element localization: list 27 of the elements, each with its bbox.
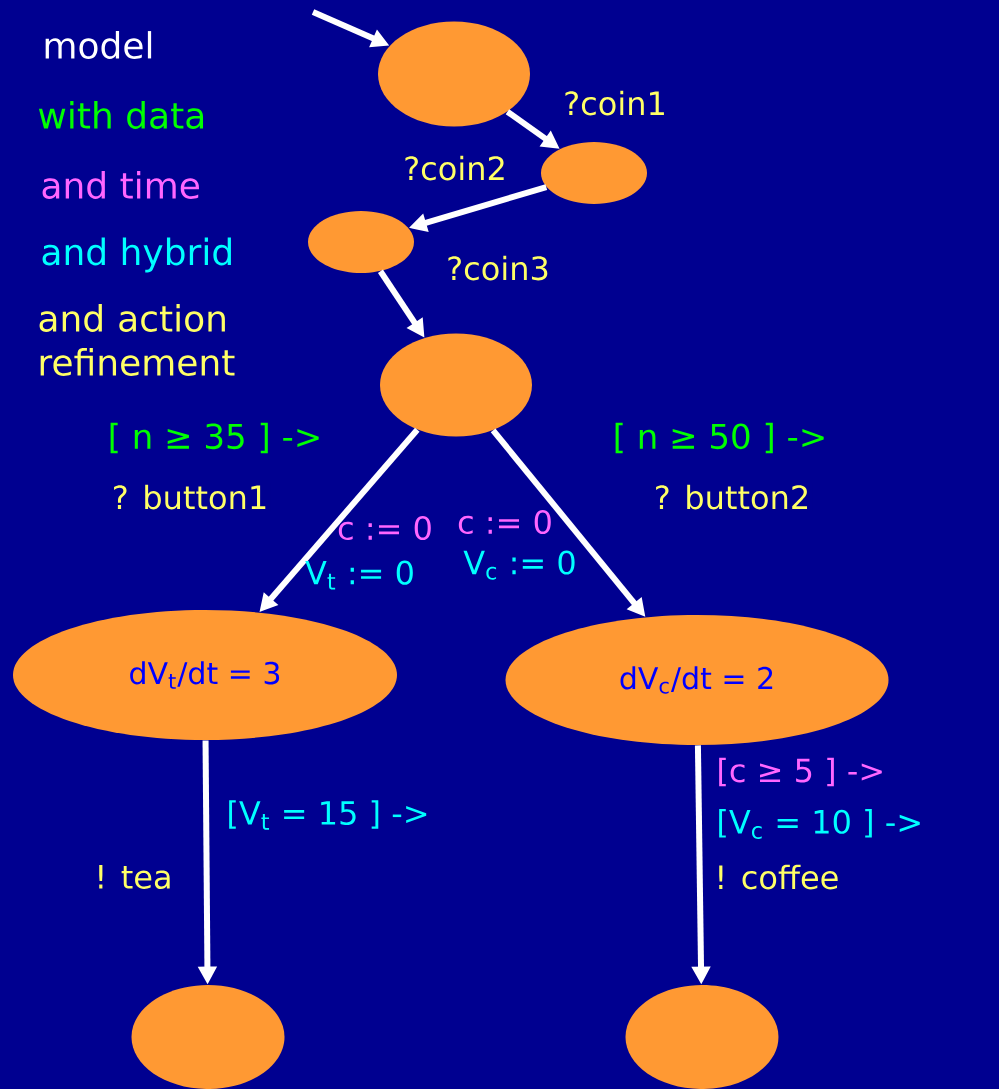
text-label: [ n ≥ 50 ] ->	[615, 422, 824, 454]
edge-label: ?coin2	[401, 153, 509, 183]
edge-label: ! tea	[92, 863, 175, 891]
state-ellipse	[131, 985, 285, 1089]
text-label: [V$_{t}$ = 15 ] ->	[229, 800, 427, 830]
text-label: c := 0	[458, 509, 551, 535]
state-ellipse	[380, 333, 532, 437]
text-label: [c ≥ 5 ] ->	[719, 757, 882, 787]
text-label: V$_{t}$ := 0	[305, 560, 413, 590]
text-label: with data	[38, 101, 204, 129]
edge-label: ?coin1	[561, 88, 669, 118]
text-label: [V$_{c}$ = 10 ] ->	[719, 809, 920, 839]
text-label: [ n ≥ 35 ] ->	[110, 422, 319, 454]
text-label: V$_{c}$ := 0	[463, 550, 575, 580]
text-label: and hybrid	[42, 237, 231, 273]
edge-label: ? button2	[651, 482, 813, 512]
edge-label: ?coin3	[444, 253, 552, 283]
edge-label: ? button1	[109, 482, 271, 512]
state-ellipse	[625, 985, 779, 1089]
text-label: c := 0	[338, 515, 431, 541]
text-label: and action refinement	[39, 304, 235, 376]
state-ellipse	[541, 142, 647, 204]
state-ellipse	[308, 211, 414, 273]
state-ellipse	[378, 21, 530, 127]
text-label: model	[45, 31, 152, 59]
text-label: and time	[42, 171, 199, 199]
edge-label: ! coffee	[712, 862, 842, 892]
